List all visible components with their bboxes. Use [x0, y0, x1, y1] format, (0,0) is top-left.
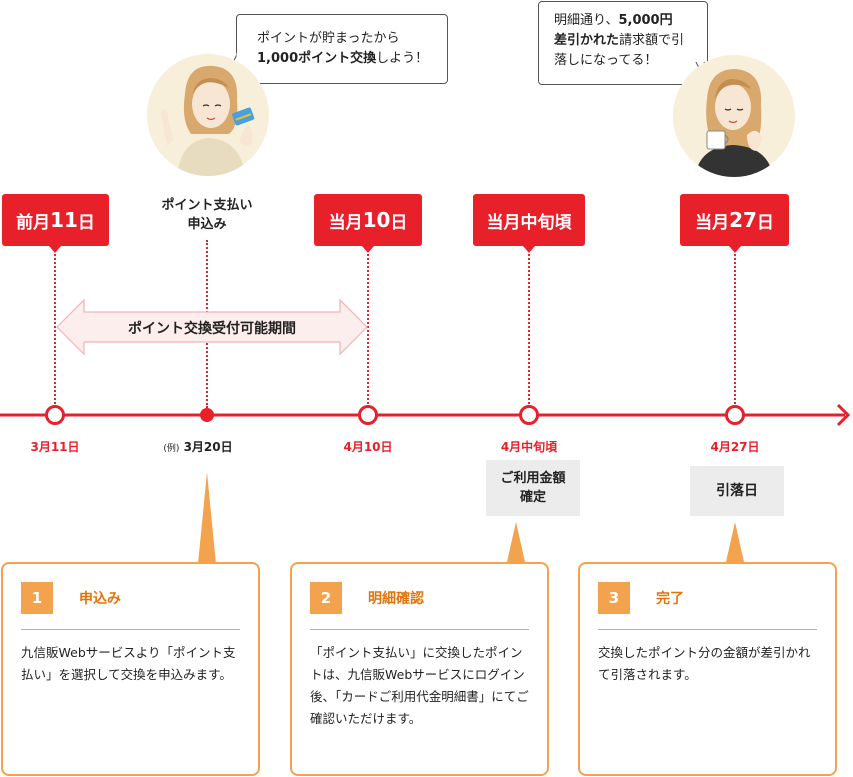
woman-with-cup-illustration [673, 55, 795, 177]
timeline-node [45, 405, 65, 425]
step-card-complete: 3 完了 交換したポイント分の金額が差引かれて引落されます。 [578, 562, 837, 776]
apply-label-line1: ポイント支払い [161, 198, 253, 213]
bubble-right-line2: 差引かれた請求額で引 [554, 33, 685, 48]
timeline-node [725, 405, 745, 425]
timeline-node-filled [200, 408, 214, 422]
date-label-example: (例) 3月20日 [163, 440, 233, 454]
bubble-text-line2: 1,000ポイント交換しよう！ [257, 51, 429, 66]
dotted-line [528, 254, 530, 404]
step-title: 明細確認 [368, 591, 424, 607]
step-body: 交換したポイント分の金額が差引かれて引落されます。 [598, 645, 811, 682]
dotted-line [367, 254, 369, 404]
milestone-tail [49, 246, 61, 253]
period-label: ポイント交換受付可能期間 [128, 321, 296, 337]
date-label-mid: 4月中旬頃 [500, 440, 558, 454]
period-arrow [56, 298, 368, 356]
timeline-node [358, 405, 378, 425]
milestone-tail [362, 246, 374, 253]
step-number: 1 [21, 582, 53, 614]
step-title: 申込み [79, 591, 121, 607]
timeline-node [519, 405, 539, 425]
milestone-mid-month: 当月中旬頃 [473, 194, 585, 246]
woman-with-card-illustration [147, 54, 269, 176]
speech-bubble-apply: ポイントが貯まったから 1,000ポイント交換しよう！ [236, 14, 448, 84]
dotted-line [54, 254, 56, 404]
milestone-tail [523, 246, 535, 253]
step-title: 完了 [656, 591, 684, 607]
card-pointer [507, 522, 525, 562]
bubble-right-line3: 落しになってる！ [554, 53, 658, 68]
step-body: 「ポイント支払い」に交換したポイントは、九信販Webサービスにログイン後、「カー… [310, 645, 529, 726]
card-pointer [726, 522, 744, 562]
step-card-statement: 2 明細確認 「ポイント支払い」に交換したポイントは、九信販Webサービスにログ… [290, 562, 549, 776]
step-body: 九信販Webサービスより「ポイント支払い」を選択して交換を申込みます。 [21, 645, 236, 682]
bubble-text-line1: ポイントが貯まったから [257, 31, 400, 46]
date-label-start: 3月11日 [30, 440, 80, 454]
divider [598, 629, 817, 630]
amount-confirmed-line2: 確定 [519, 490, 546, 505]
amount-confirmed-line1: ご利用金額 [500, 471, 566, 486]
date-label-debit: 4月27日 [710, 440, 760, 454]
amount-confirmed-box: ご利用金額 確定 [486, 460, 580, 516]
step-number: 3 [598, 582, 630, 614]
timeline [0, 403, 851, 427]
date-label-deadline: 4月10日 [343, 440, 393, 454]
bubble-right-line1: 明細通り、5,000円 [554, 13, 673, 28]
divider [310, 629, 529, 630]
speech-bubble-complete: 明細通り、5,000円 差引かれた請求額で引 落しになってる！ [538, 1, 708, 85]
apply-label-line2: 申込み [187, 217, 227, 232]
debit-day-box: 引落日 [690, 466, 784, 516]
milestone-tail [729, 246, 741, 253]
step-card-apply: 1 申込み 九信販Webサービスより「ポイント支払い」を選択して交換を申込みます… [1, 562, 260, 776]
divider [21, 629, 240, 630]
card-pointer [198, 472, 216, 564]
dotted-line [734, 254, 736, 404]
step-number: 2 [310, 582, 342, 614]
apply-label: ポイント支払い 申込み [150, 196, 264, 234]
